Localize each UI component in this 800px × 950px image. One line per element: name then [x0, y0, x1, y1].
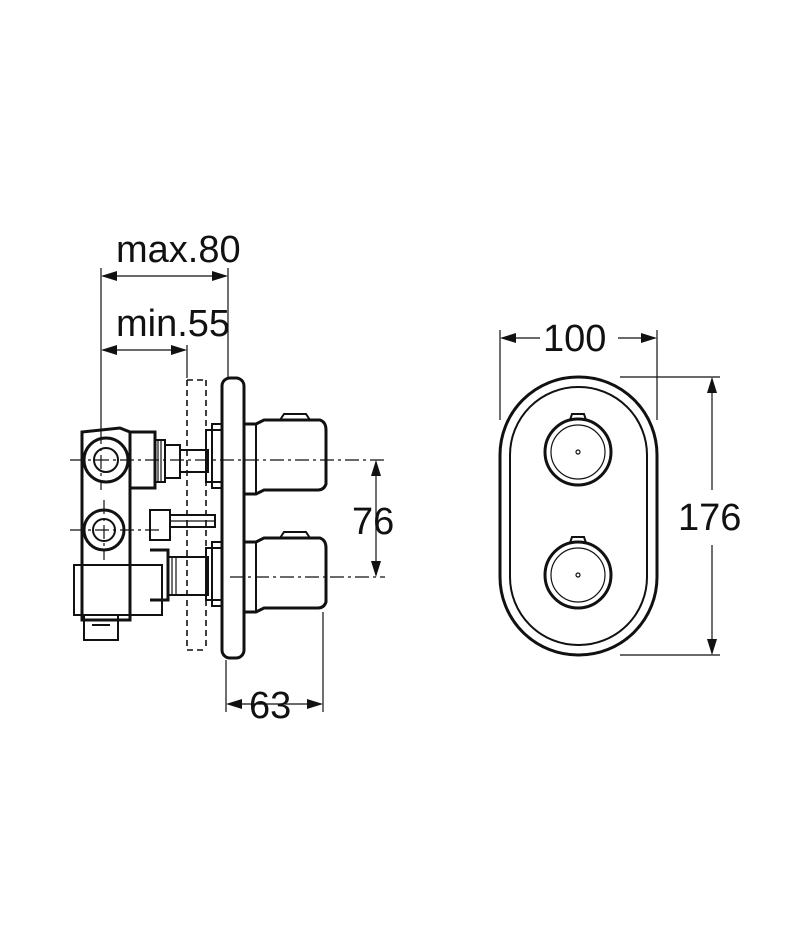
min-depth-label: min.55	[116, 303, 230, 345]
max-depth-label: max.80	[116, 229, 241, 271]
height-label: 176	[678, 497, 741, 539]
side-view: max.80 min.55	[70, 229, 394, 727]
front-view: 100 176	[498, 318, 741, 657]
handle-spacing-label: 76	[352, 501, 394, 543]
upper-handle-side	[244, 413, 328, 496]
handle-spacing-dimension: 76	[352, 460, 394, 577]
lower-knob-front	[543, 536, 613, 610]
width-dimension: 100	[499, 318, 658, 420]
min-depth-dimension: min.55	[101, 303, 230, 355]
cover-plate-front	[498, 375, 659, 657]
height-dimension: 176	[620, 376, 741, 656]
cover-plate-side	[220, 376, 246, 660]
upper-knob-front	[543, 413, 613, 487]
width-label: 100	[543, 318, 606, 360]
projection-dimension: 63	[225, 612, 324, 727]
projection-label: 63	[249, 685, 291, 727]
lower-handle-side	[244, 531, 328, 614]
max-depth-dimension: max.80	[101, 229, 241, 281]
